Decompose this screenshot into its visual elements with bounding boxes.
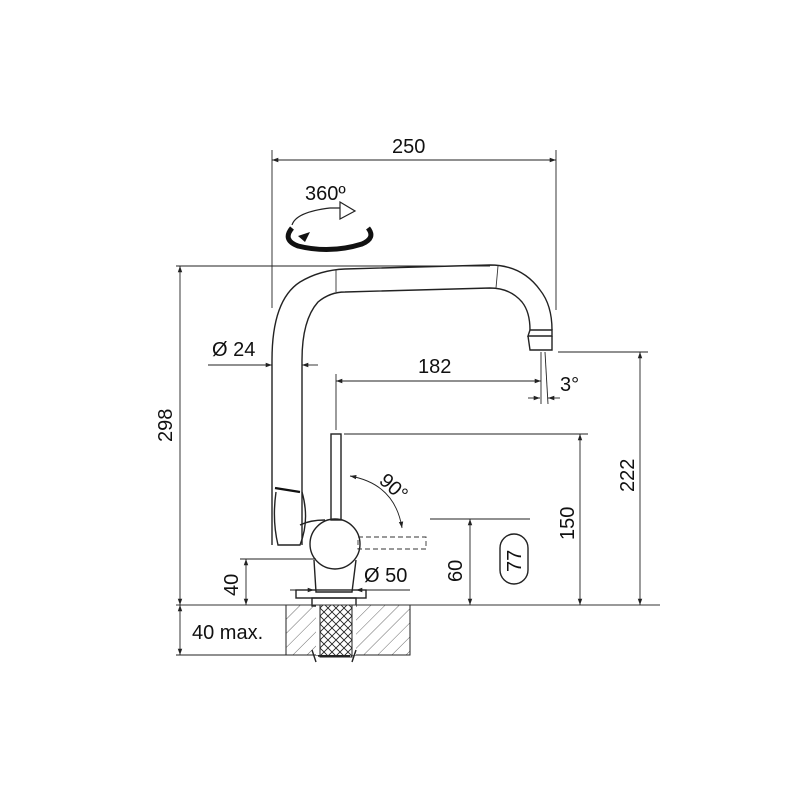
hole-size-label: 77 <box>504 550 526 572</box>
lever-raised <box>330 433 342 521</box>
dim-reach-label: 182 <box>418 356 451 378</box>
dim-height-60: 60 <box>430 518 530 605</box>
dim-width-250: 250 <box>271 136 557 310</box>
dim-total-height-label: 298 <box>155 409 177 442</box>
dim-diameter-24: Ø 24 <box>208 339 318 368</box>
dim-height-222: 222 <box>558 351 648 605</box>
rotation-symbol: 360º <box>285 183 374 253</box>
base-flange <box>295 589 367 599</box>
dim-lever-angle-label: 90° <box>375 469 412 506</box>
dim-lever-axis-label: 60 <box>445 560 467 582</box>
hole-size-symbol: 77 <box>499 533 529 585</box>
dim-lever-height-label: 150 <box>557 507 579 540</box>
dim-worktop-label: 40 max. <box>192 622 263 644</box>
dim-body-diameter-label: Ø 24 <box>212 339 255 361</box>
dim-angle-90: 90° <box>349 469 412 529</box>
dim-width-label: 250 <box>392 136 425 158</box>
dim-height-150: 150 <box>344 433 588 605</box>
dim-height-298: 298 <box>155 265 490 605</box>
dim-spout-angle-label: 3° <box>560 374 579 396</box>
dim-diameter-50: Ø 50 <box>290 565 410 593</box>
rotation-label: 360º <box>305 183 346 205</box>
lever-hub <box>309 518 361 570</box>
dim-base-diameter-label: Ø 50 <box>364 565 407 587</box>
dim-angle-3: 3° <box>528 351 579 405</box>
dim-reach-182: 182 <box>335 356 541 430</box>
dim-spout-height-label: 222 <box>617 459 639 492</box>
dim-height-40: 40 <box>221 558 316 605</box>
lever-lowered <box>357 536 427 550</box>
faucet-outline <box>271 264 553 607</box>
dim-worktop-40max: 40 max. <box>176 605 300 656</box>
worktop-section <box>176 604 660 663</box>
dim-base-height-label: 40 <box>221 574 243 596</box>
